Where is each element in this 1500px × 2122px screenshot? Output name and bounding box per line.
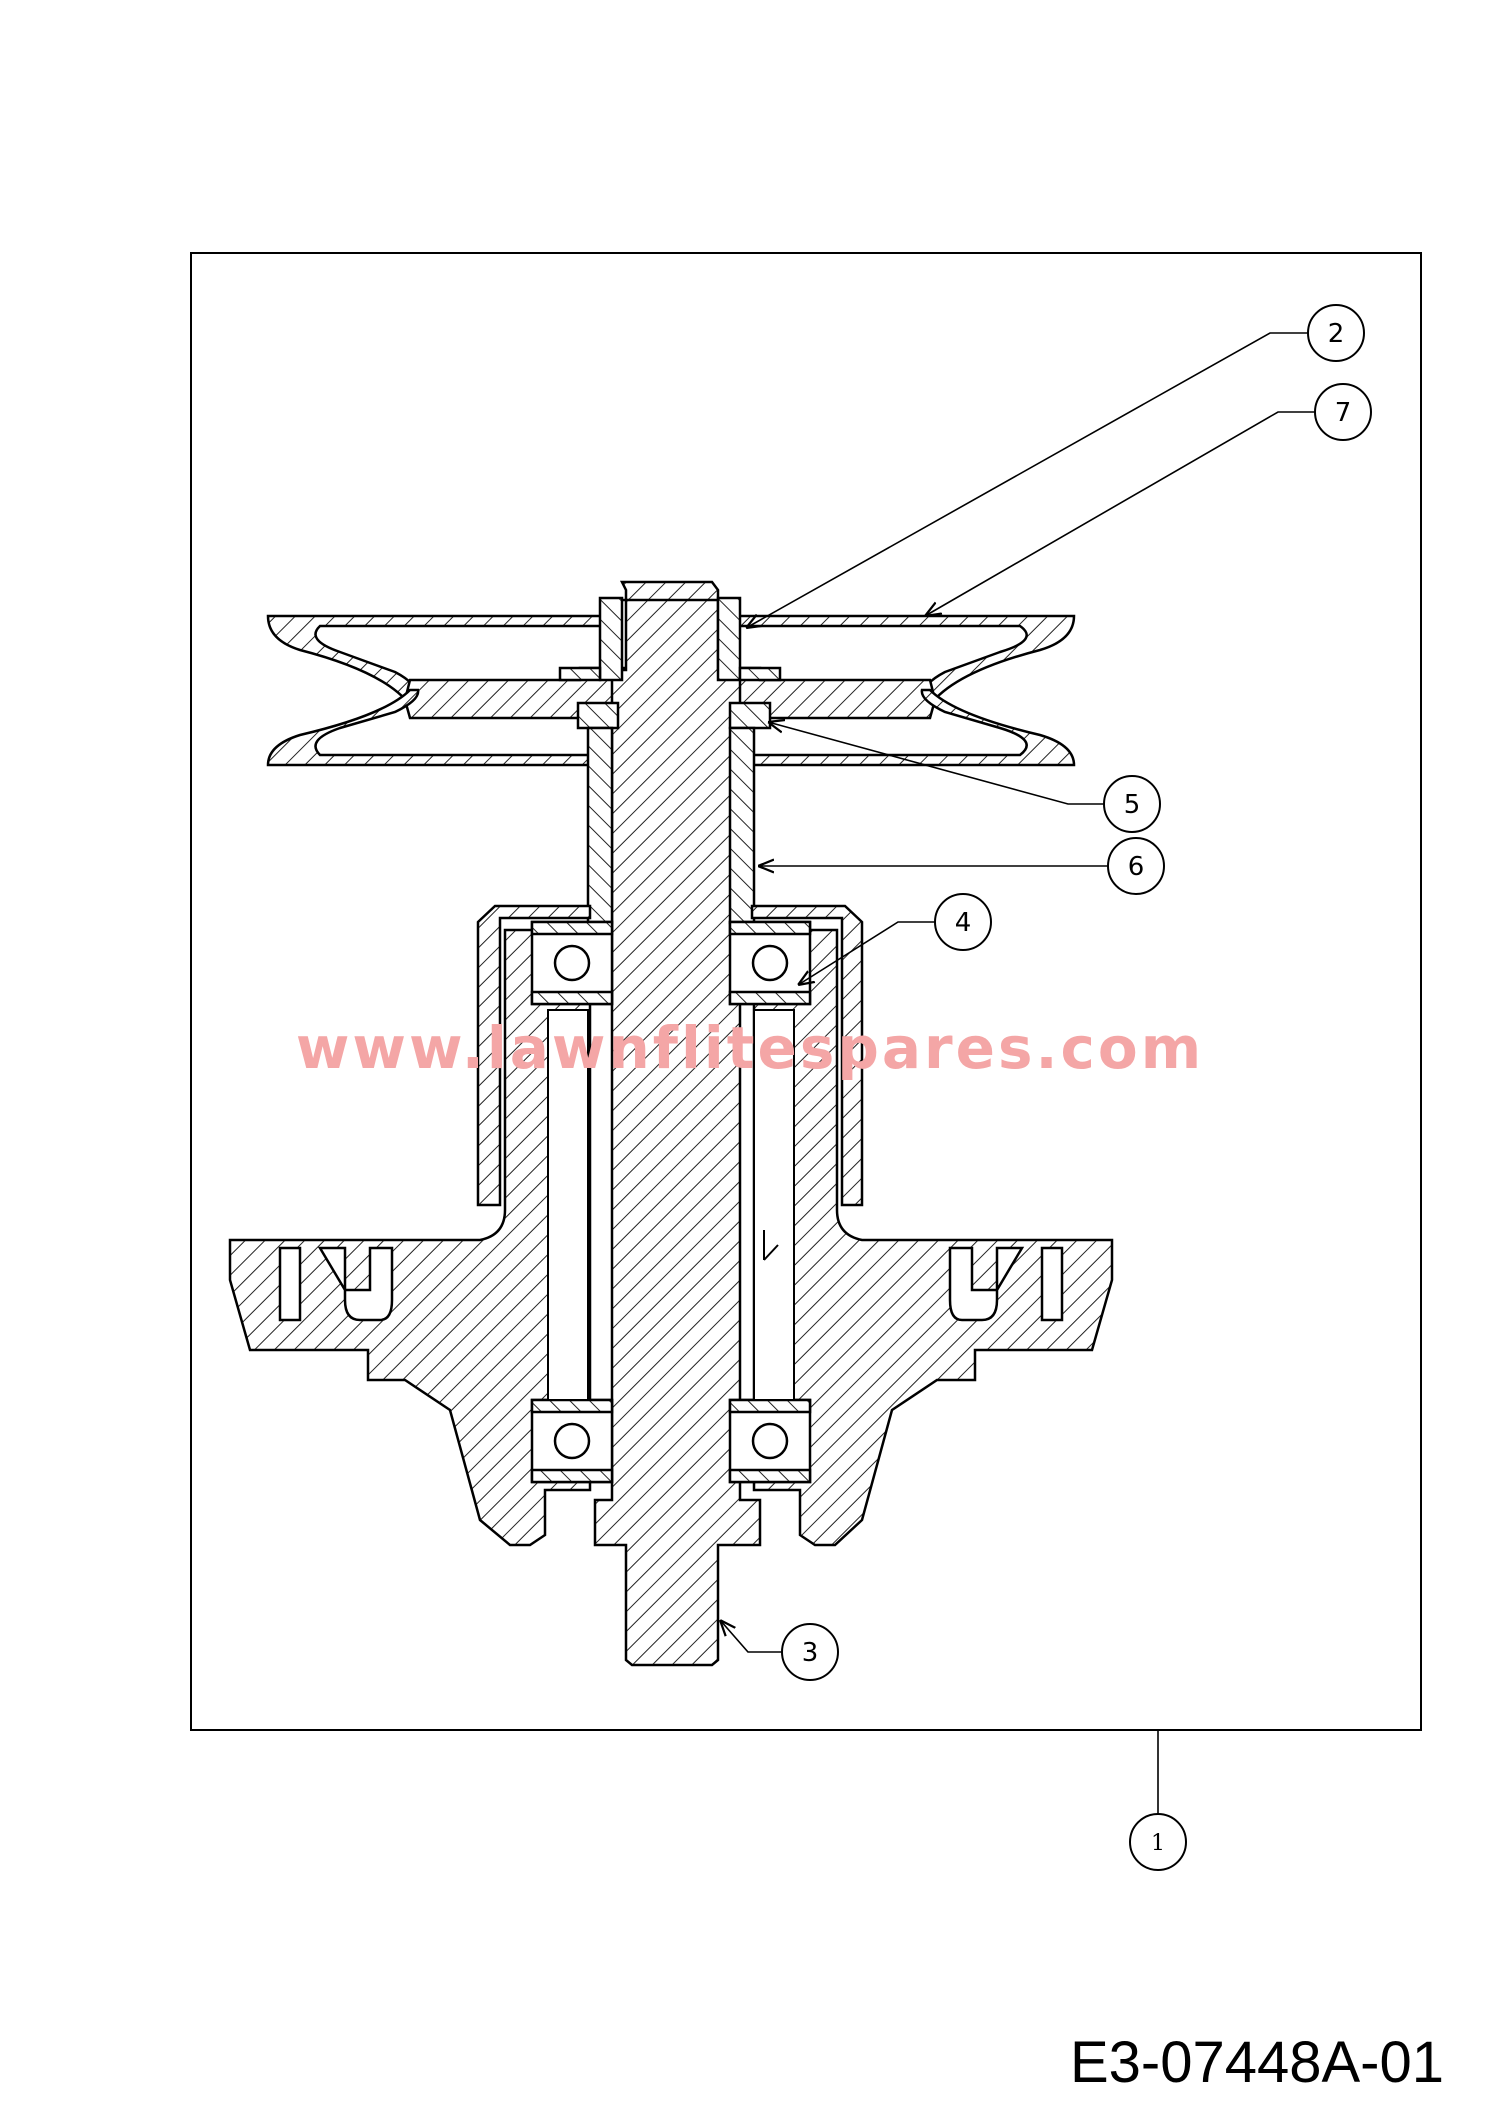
bearing-lower-left (530, 1398, 614, 1484)
callout-5: 5 (768, 722, 1161, 833)
callout-3: 4 (798, 893, 992, 985)
callout-7: 7 (925, 383, 1372, 616)
bearing-lower-right (728, 1398, 812, 1484)
callout-1: 1 (1129, 1730, 1187, 1871)
callout-4: 3 (720, 1620, 839, 1681)
svg-text:6: 6 (1128, 852, 1145, 882)
svg-text:3: 3 (802, 1638, 819, 1668)
bearing-upper-right (728, 920, 812, 1006)
drawing-frame (190, 252, 1422, 1731)
dust-cover (476, 904, 864, 1207)
inner-spacer (547, 1009, 795, 1401)
hex-nut (558, 596, 782, 682)
svg-text:1: 1 (1151, 1831, 1165, 1856)
svg-text:4: 4 (955, 908, 972, 938)
callout-6: 6 (758, 837, 1165, 895)
watermark: www.lawnflitespares.com (296, 1014, 1204, 1082)
callout-2: 2 (746, 304, 1365, 628)
bearing-upper-left (530, 920, 614, 1006)
document-number: E3-07448A-01 (1070, 2030, 1444, 2095)
svg-text:7: 7 (1335, 398, 1352, 428)
svg-text:2: 2 (1328, 319, 1345, 349)
svg-text:5: 5 (1124, 790, 1141, 820)
